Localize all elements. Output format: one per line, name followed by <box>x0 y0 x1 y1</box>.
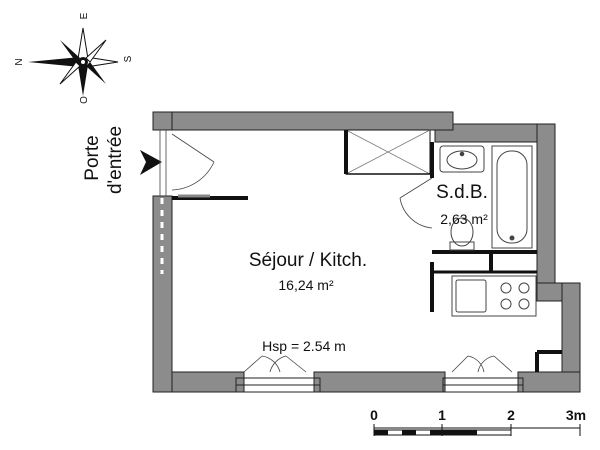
window-swing-left <box>243 355 307 373</box>
scale-tick-0: 0 <box>370 407 378 423</box>
entrance-door <box>159 130 215 196</box>
scale-tick-3: 3m <box>566 407 586 423</box>
compass-west-label: O <box>79 96 90 104</box>
walls <box>152 111 581 393</box>
scale-bar <box>373 424 581 436</box>
entrance-label-line2: d'entrée <box>105 126 126 194</box>
bathtub-icon <box>491 145 533 249</box>
living-room-name: Séjour / Kitch. <box>249 250 367 271</box>
entrance-label-line1: Porte <box>82 135 103 180</box>
window-swing-right <box>451 355 513 373</box>
compass-north-label: N <box>14 58 25 65</box>
bottom-window-right <box>442 377 524 393</box>
living-room-area: 16,24 m² <box>278 277 334 293</box>
bathroom-name: S.d.B. <box>436 182 488 203</box>
scale-tick-2: 2 <box>507 407 515 423</box>
sink-icon <box>439 145 485 173</box>
kitchen-counter <box>451 275 537 317</box>
entrance-arrow-icon <box>140 150 162 175</box>
bathroom-area: 2,63 m² <box>440 211 488 227</box>
compass-south-label: S <box>123 55 134 62</box>
bathroom-partitions <box>430 142 562 372</box>
toilet-icon <box>449 217 475 251</box>
compass-rose-icon <box>28 27 119 96</box>
scale-tick-1: 1 <box>438 407 446 423</box>
bottom-window-left <box>235 377 321 393</box>
closet <box>344 129 431 175</box>
ceiling-height-label: Hsp = 2.54 m <box>262 338 346 354</box>
compass-east-label: E <box>79 12 90 19</box>
bathroom-door <box>399 177 433 229</box>
